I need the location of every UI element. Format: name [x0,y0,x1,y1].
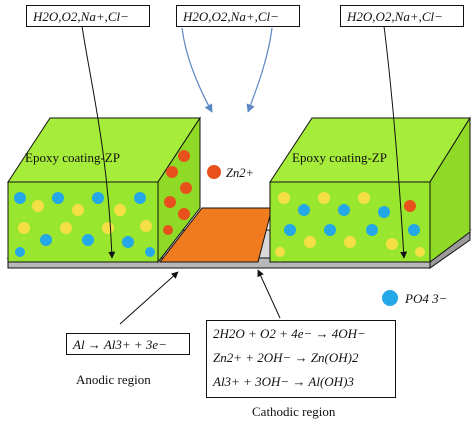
right-coating-front [269,181,431,263]
right-coating-side [429,116,471,263]
anodic-equation: Al → Al3+ + 3e− [73,337,167,352]
cathodic-region-label: Cathodic region [252,404,336,419]
top-label-box-left: H2O,O2,Na+,Cl− [26,5,150,27]
cathodic-equation-3: Al3+ + 3OH− → Al(OH)3 [213,374,354,389]
right-particles [275,192,425,257]
top-label-left: H2O,O2,Na+,Cl− [33,9,129,24]
phosphate-legend-label: PO4 3− [405,291,448,306]
top-label-box-center: H2O,O2,Na+,Cl− [176,5,300,27]
center-right-arrow [246,27,273,113]
anodic-equation-box: Al → Al3+ + 3e− [66,333,190,355]
cathodic-equation-box: 2H2O + O2 + 4e− → 4OH− Zn2+ + 2OH− → Zn(… [206,320,396,398]
left-diffusion-arrow [81,25,116,259]
top-label-box-right: H2O,O2,Na+,Cl− [340,5,464,27]
anodic-arrow [119,271,179,325]
zn-ion-circle [207,165,221,179]
left-particles [14,150,192,257]
phosphate-legend-dot [382,290,398,306]
anodic-region-label: Anodic region [76,372,151,387]
cathodic-equation-1: 2H2O + O2 + 4e− → 4OH− [213,326,366,341]
cathodic-arrow [257,269,281,319]
coating-right-label: Epoxy coating-ZP [292,150,387,165]
left-coating-front [7,181,159,263]
top-label-center: H2O,O2,Na+,Cl− [183,9,279,24]
cathodic-equation-2: Zn2+ + 2OH− → Zn(OH)2 [213,350,359,365]
coating-left-label: Epoxy coating-ZP [25,150,120,165]
zn-ion-label: Zn2+ [226,166,254,180]
center-left-arrow [181,27,213,113]
top-label-right: H2O,O2,Na+,Cl− [347,9,443,24]
right-diffusion-arrow [383,25,408,259]
